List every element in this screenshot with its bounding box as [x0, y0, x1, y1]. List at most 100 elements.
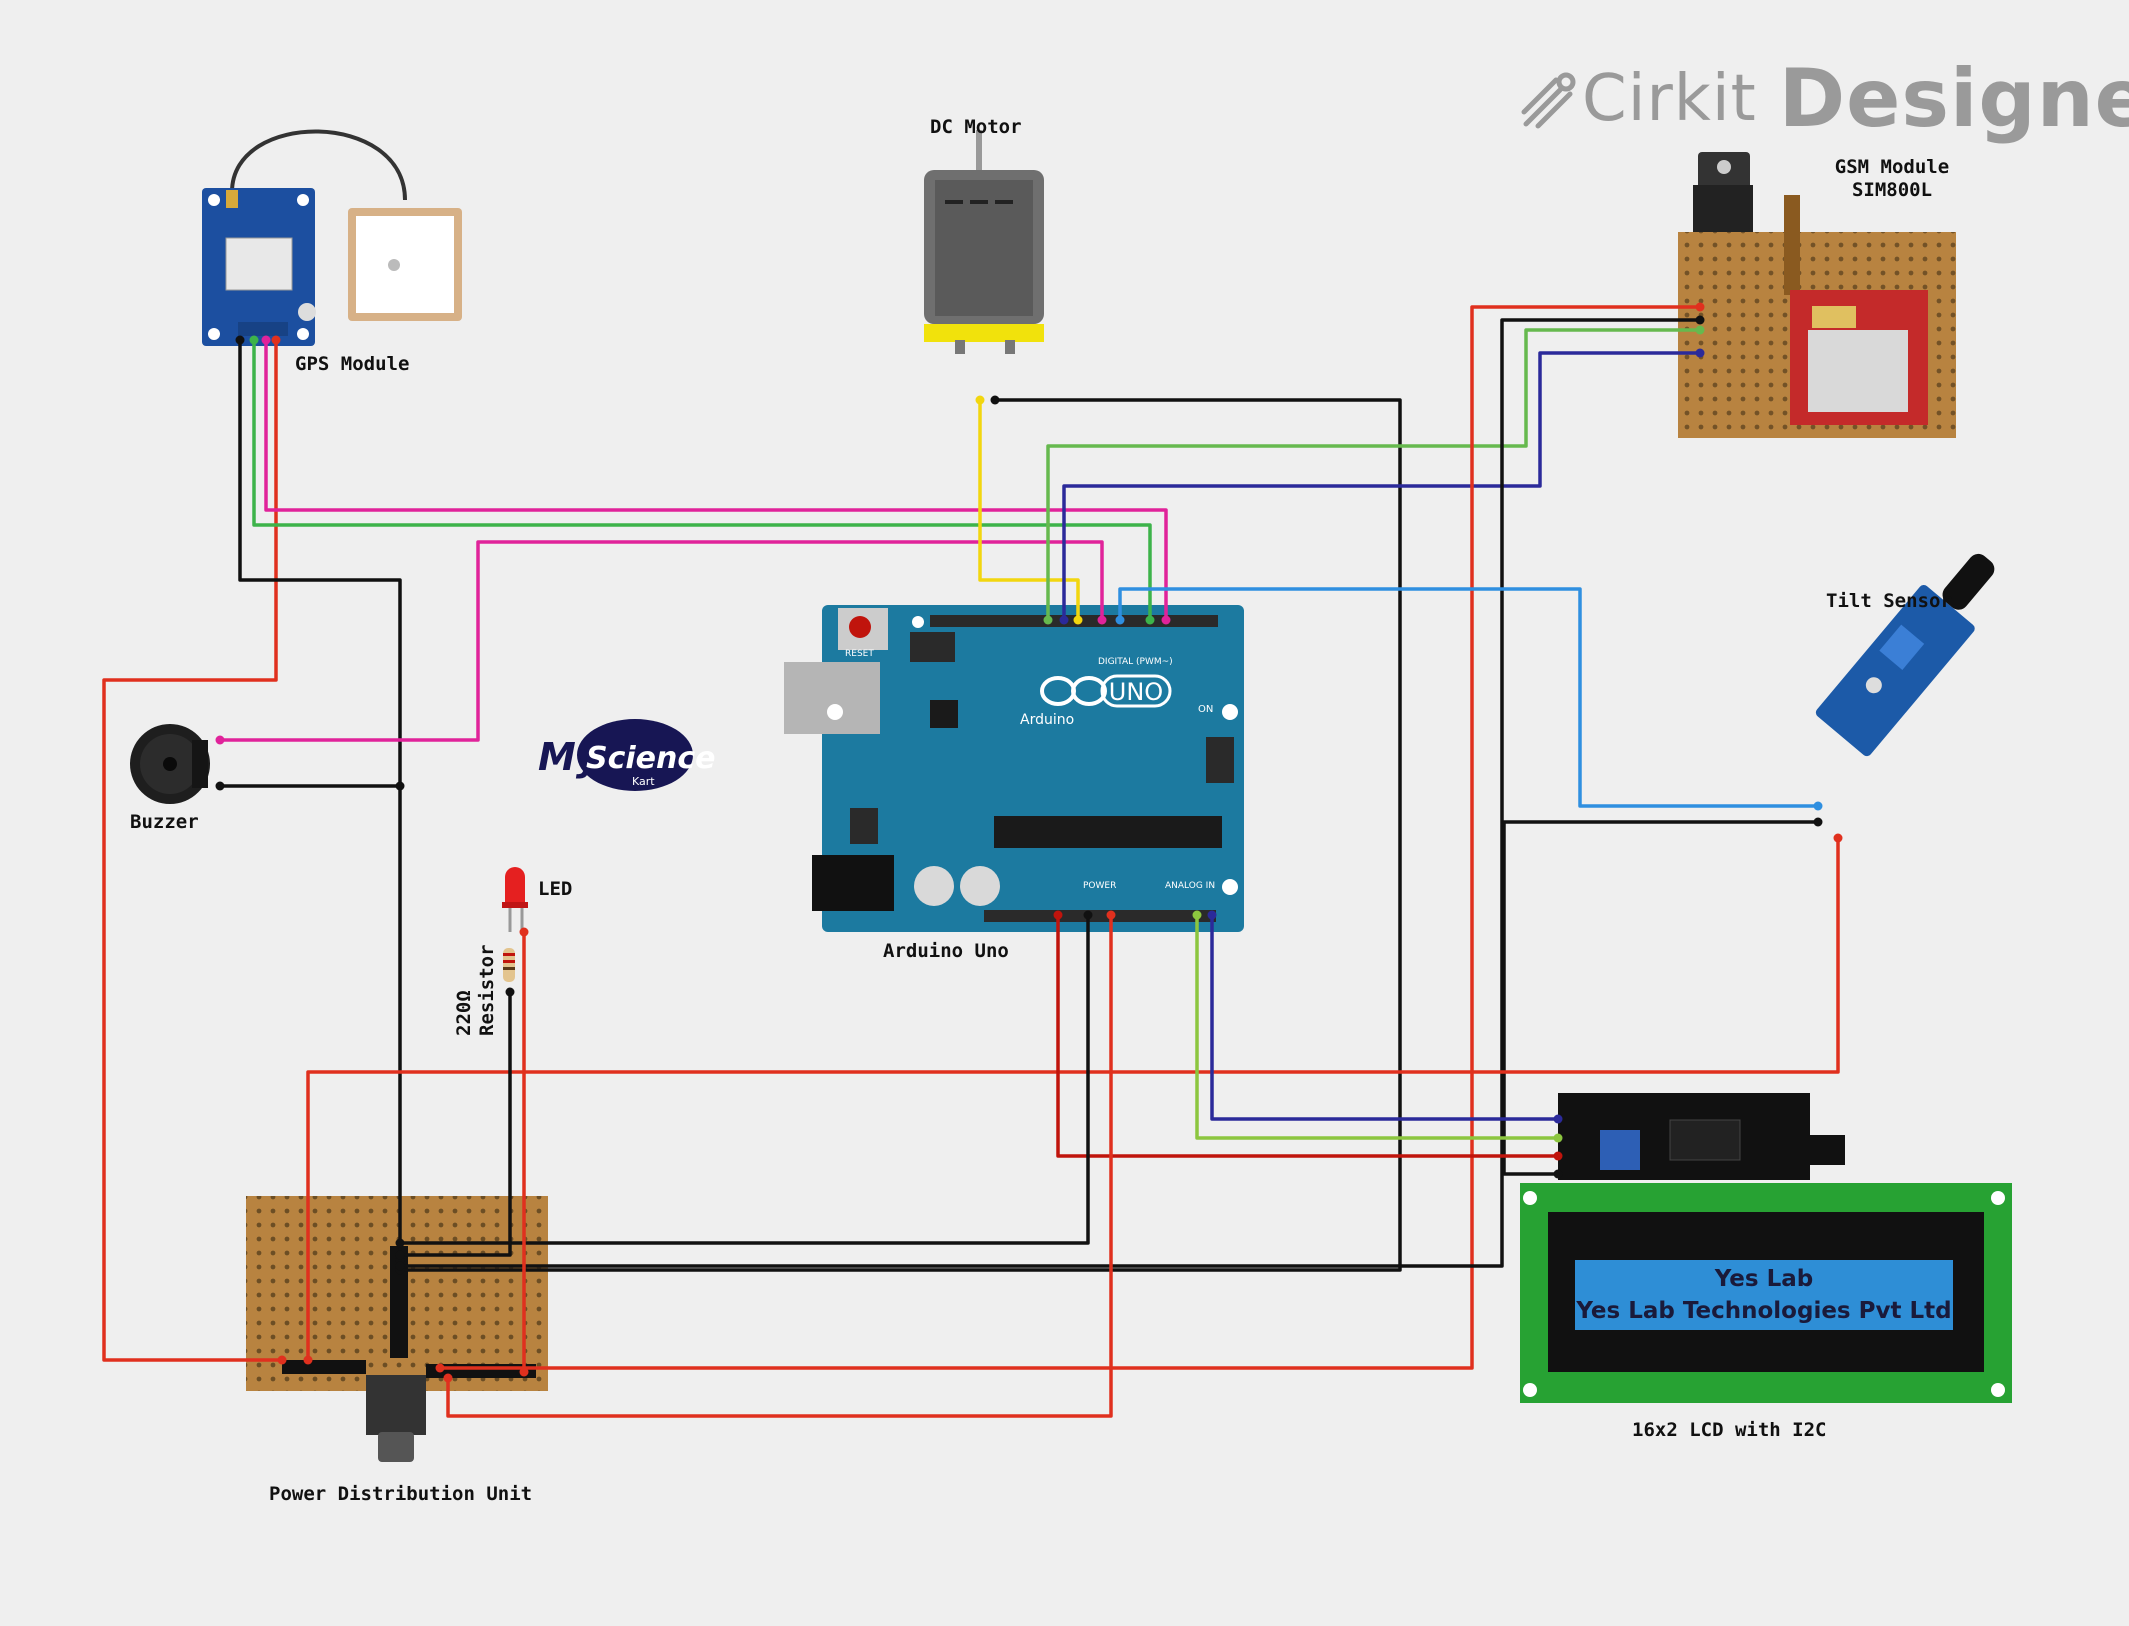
arduino-analog-text: ANALOG IN: [1165, 881, 1215, 891]
wire-endpoint: [990, 395, 1000, 405]
wire-endpoint: [1553, 1133, 1563, 1143]
label-power-unit: Power Distribution Unit: [269, 1483, 533, 1505]
wire-black-13[interactable]: [1502, 820, 1818, 1176]
wire-green-2[interactable]: [252, 340, 1152, 620]
wire-endpoint: [395, 1261, 405, 1271]
wire-blue-12[interactable]: [1118, 587, 1818, 808]
cirkit-logo-icon: [1521, 72, 1576, 128]
wire-endpoint: [1106, 910, 1116, 920]
wire-endpoint: [277, 1355, 287, 1365]
wire-darkred-17[interactable]: [1056, 915, 1558, 1158]
lcd-i2c[interactable]: Yes Lab Yes Lab Technologies Pvt Ltd: [1520, 1093, 2012, 1403]
wire-endpoint: [215, 735, 225, 745]
label-dc-motor: DC Motor: [930, 116, 1022, 138]
wire-endpoint: [261, 335, 271, 345]
label-lcd: 16x2 LCD with I2C: [1632, 1419, 1827, 1441]
gps-antenna-cable: [230, 129, 407, 201]
wire-endpoint: [1043, 615, 1053, 625]
wire-endpoint: [395, 1238, 405, 1248]
cirkit-brand: Cirkit Designer: [1520, 52, 2129, 145]
buzzer[interactable]: [130, 724, 210, 804]
wire-endpoint: [1073, 615, 1083, 625]
gps-antenna: [348, 208, 462, 321]
wire-endpoint: [1059, 615, 1069, 625]
wire-endpoint: [975, 395, 985, 405]
wire-ltgreen-8[interactable]: [1046, 328, 1700, 620]
wire-endpoint: [1833, 833, 1843, 843]
wire-navy-9[interactable]: [1062, 351, 1700, 620]
myscience-watermark: My Science Kart: [538, 719, 716, 791]
arduino-uno[interactable]: UNO Arduino RESET ON DIGITAL (PWM~) ANAL…: [784, 605, 1244, 932]
wires-layer: [102, 302, 1843, 1418]
label-led: LED: [538, 878, 573, 900]
label-gsm-line2: SIM800L: [1851, 178, 1933, 201]
label-resistor-line2: Resistor: [476, 944, 498, 1036]
wire-endpoint: [1695, 315, 1705, 325]
wire-endpoint: [1695, 348, 1705, 358]
gsm-module[interactable]: [1678, 152, 1956, 438]
wire-red-0[interactable]: [102, 340, 282, 1362]
label-gsm-module: GSM Module SIM800L: [1822, 156, 1962, 202]
wire-black-6[interactable]: [400, 398, 1402, 1272]
wire-endpoint: [1161, 615, 1171, 625]
wire-endpoint: [1813, 801, 1823, 811]
wire-endpoint: [1813, 817, 1823, 827]
label-resistor-line1: 220Ω: [453, 990, 475, 1036]
arduino-logo-text: Arduino: [1020, 712, 1074, 728]
wire-endpoint: [395, 781, 405, 791]
label-arduino-uno: Arduino Uno: [883, 940, 1009, 962]
wire-endpoint: [235, 335, 245, 345]
led[interactable]: [502, 867, 528, 932]
watermark-science-text: Science: [586, 741, 716, 776]
wire-red-10[interactable]: [440, 305, 1700, 1370]
wire-endpoint: [519, 927, 529, 937]
wire-endpoint: [1083, 910, 1093, 920]
arduino-on-text: ON: [1198, 704, 1213, 715]
brand-name-part1: Cirkit: [1582, 61, 1757, 136]
arduino-power-text: POWER: [1083, 881, 1116, 891]
wire-endpoint: [505, 987, 515, 997]
gps-module[interactable]: [202, 188, 316, 346]
wire-endpoint: [1115, 615, 1125, 625]
power-distribution-unit[interactable]: [246, 1196, 548, 1462]
wire-magenta-4[interactable]: [220, 540, 1104, 742]
wire-red-14[interactable]: [306, 838, 1840, 1360]
wire-red-19[interactable]: [446, 915, 1113, 1418]
wire-endpoint: [1553, 1169, 1563, 1179]
wire-endpoint: [395, 1250, 405, 1260]
wire-endpoint: [249, 335, 259, 345]
wire-endpoint: [443, 1373, 453, 1383]
wire-lime-16[interactable]: [1195, 915, 1558, 1140]
wire-black-18[interactable]: [400, 915, 1090, 1245]
wire-endpoint: [1097, 615, 1107, 625]
label-gps-module: GPS Module: [295, 353, 410, 375]
watermark-kart-text: Kart: [632, 775, 655, 788]
wire-black-20[interactable]: [400, 992, 512, 1257]
wire-endpoint: [215, 781, 225, 791]
resistor-220[interactable]: [503, 948, 515, 982]
label-tilt-sensor: Tilt Sensor: [1826, 590, 1952, 612]
arduino-reset-text: RESET: [845, 649, 874, 659]
wire-endpoint: [271, 335, 281, 345]
lcd-line-1: Yes Lab: [1714, 1266, 1813, 1292]
watermark-my-text: My: [538, 735, 603, 779]
wire-endpoint: [1695, 325, 1705, 335]
wire-magenta-3[interactable]: [264, 340, 1168, 620]
wire-navy-15[interactable]: [1210, 915, 1558, 1121]
wire-endpoint: [1695, 302, 1705, 312]
label-buzzer: Buzzer: [130, 811, 199, 833]
wire-black-1[interactable]: [238, 340, 402, 1260]
tilt-sensor[interactable]: [1814, 537, 2015, 758]
wire-endpoint: [1145, 615, 1155, 625]
wire-endpoint: [519, 1367, 529, 1377]
wire-endpoint: [1192, 910, 1202, 920]
brand-name-part2: Designer: [1778, 52, 2129, 145]
arduino-digital-text: DIGITAL (PWM~): [1098, 657, 1173, 667]
dc-motor[interactable]: [924, 130, 1044, 354]
wire-black-11[interactable]: [400, 318, 1700, 1268]
wire-endpoint: [1207, 910, 1217, 920]
wire-endpoint: [303, 1355, 313, 1365]
wire-endpoint: [1053, 910, 1063, 920]
wire-yellow-7[interactable]: [978, 400, 1080, 620]
